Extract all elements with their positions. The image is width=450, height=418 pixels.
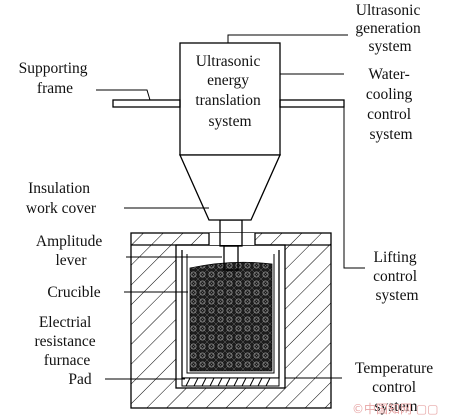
label-pad: Pad	[68, 371, 92, 388]
label-water-cooling-control-system: Water- cooling control system	[366, 66, 416, 143]
label-insulation-work-cover: Insulation work cover	[26, 180, 97, 217]
pad	[181, 377, 280, 387]
label-electrical-resistance-furnace: Electrial resistance furnace	[35, 314, 100, 369]
label-temperature-control-system: Temperature control system	[355, 360, 437, 415]
melt	[189, 261, 273, 372]
leader-lines	[96, 34, 365, 380]
label-supporting-frame: Supporting frame	[19, 60, 92, 97]
label-ultrasonic-generation-system: Ultrasonic generation system	[355, 2, 424, 55]
label-lifting-control-system: Lifting control system	[373, 249, 421, 304]
supporting-frame	[112, 99, 345, 108]
watermark: ©中国知网 ▢▢	[352, 401, 439, 416]
label-energy-translation-system: Ultrasonic energy translation system	[195, 53, 264, 130]
insulation-work-cover	[208, 233, 256, 245]
ultrasonic-energy-translation-system	[178, 42, 282, 221]
label-amplitude-lever: Amplitude lever	[36, 233, 106, 269]
label-crucible: Crucible	[47, 284, 100, 301]
